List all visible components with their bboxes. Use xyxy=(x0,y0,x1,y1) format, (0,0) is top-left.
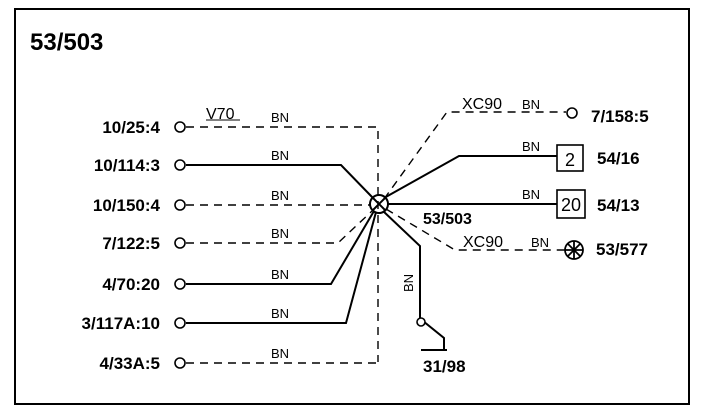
wire-color-label: BN xyxy=(522,187,540,202)
connector-box-2 xyxy=(556,144,584,172)
wire-color-label: BN xyxy=(271,267,289,282)
terminal-circle xyxy=(174,199,186,211)
terminal-label-r4: 53/577 xyxy=(596,240,648,259)
terminal-circle xyxy=(174,237,186,249)
connector-box-20-label: 20 xyxy=(561,195,581,215)
wire-54-16 xyxy=(383,155,557,199)
wire-color-label: BN xyxy=(271,226,289,241)
terminal-circle xyxy=(174,121,186,133)
wire-color-label: BN xyxy=(522,139,540,154)
terminal-circle-r1 xyxy=(566,107,578,119)
splice-label: 53/503 xyxy=(423,211,472,228)
terminal-label-1: 10/25:4 xyxy=(102,118,160,137)
connector-box-2-label: 2 xyxy=(565,150,575,170)
terminal-circle xyxy=(174,278,186,290)
wire-10-25-4 xyxy=(186,126,379,362)
wire-4-70-20 xyxy=(186,210,375,285)
diagram-title: 53/503 xyxy=(30,29,103,56)
terminal-label-r3: 54/13 xyxy=(597,196,640,215)
connector-box-20 xyxy=(556,189,586,219)
terminal-label-3: 10/150:4 xyxy=(93,196,161,215)
left-terminal-circles xyxy=(174,121,186,369)
lamp-icon xyxy=(564,240,584,260)
terminal-label-r2: 54/16 xyxy=(597,149,640,168)
terminal-label-r1: 7/158:5 xyxy=(591,107,649,126)
model-label-xc90-top: XC90 xyxy=(462,96,502,113)
left-terminal-labels: 10/25:4 10/114:3 10/150:4 7/122:5 4/70:2… xyxy=(82,118,161,373)
wire-color-label: BN xyxy=(271,188,289,203)
wire-color-label: BN xyxy=(522,97,540,112)
terminal-circle xyxy=(174,159,186,171)
wire-color-labels: BN BN BN BN BN BN BN BN BN BN BN BN xyxy=(271,97,549,361)
terminal-label-6: 3/117A:10 xyxy=(82,314,160,333)
terminal-circle xyxy=(174,317,186,329)
wire-10-114-3 xyxy=(186,164,374,199)
dashed-wires xyxy=(186,111,566,364)
ground-terminal-circle xyxy=(416,317,426,327)
ground-label: 31/98 xyxy=(423,357,466,376)
terminal-label-4: 7/122:5 xyxy=(102,234,160,253)
wire-color-label: BN xyxy=(271,306,289,321)
wire-color-label-vertical: BN xyxy=(401,274,416,292)
wire-xc90-top xyxy=(383,111,566,200)
wire-3-117a-10 xyxy=(186,211,377,324)
splice-symbol xyxy=(369,194,389,214)
wire-color-label: BN xyxy=(271,148,289,163)
wire-color-label: BN xyxy=(271,110,289,125)
model-label-xc90-bottom: XC90 xyxy=(463,234,503,251)
wire-7-122-5 xyxy=(186,210,373,244)
wire-color-label: BN xyxy=(271,346,289,361)
wire-color-label: BN xyxy=(531,235,549,250)
terminal-label-2: 10/114:3 xyxy=(94,156,160,175)
model-label-v70: V70 xyxy=(206,106,235,123)
terminal-label-7: 4/33A:5 xyxy=(100,354,160,373)
terminal-label-5: 4/70:20 xyxy=(102,275,160,294)
terminal-circle xyxy=(174,357,186,369)
